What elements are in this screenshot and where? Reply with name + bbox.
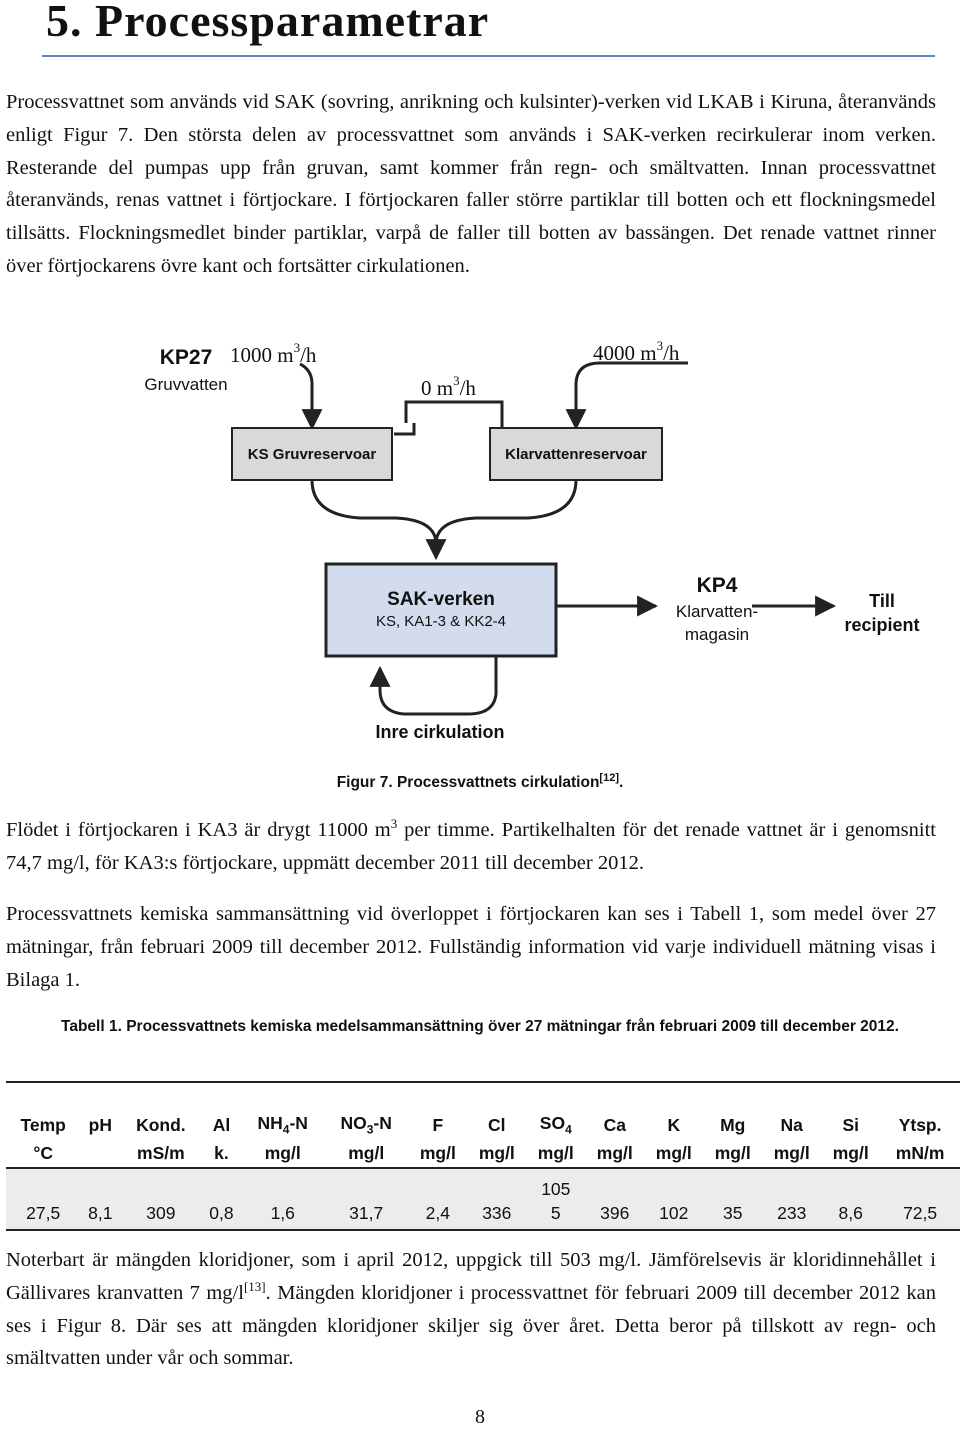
table-cell: 0,8	[201, 1168, 242, 1231]
till-recipient-line1: Till	[869, 591, 895, 611]
connector-reservoirs	[394, 400, 504, 436]
flow-label-middle: 0 m3/h	[421, 373, 476, 400]
arrow-gruvvatten-in	[299, 362, 323, 431]
col-header-2: Kond.	[120, 1081, 202, 1139]
table-cell: 233	[762, 1168, 822, 1231]
inre-cirkulation-label: Inre cirkulation	[375, 722, 504, 742]
arrow-klarvatten-in	[565, 361, 688, 431]
table-cell: 1,6	[241, 1168, 325, 1231]
kp27-sub-label: Gruvvatten	[144, 375, 227, 394]
table-cell: 396	[585, 1168, 645, 1231]
paragraph-flow: Flödet i förtjockaren i KA3 är drygt 110…	[6, 816, 936, 874]
col-unit-2: mS/m	[120, 1139, 202, 1169]
col-unit-8: mg/l	[526, 1139, 586, 1169]
arrow-inre-cirkulation	[369, 656, 498, 716]
page-number: 8	[475, 1406, 485, 1428]
col-header-1: pH	[80, 1081, 121, 1139]
table-cell: 336	[467, 1168, 527, 1231]
col-unit-11: mg/l	[703, 1139, 763, 1169]
kp4-line1: Klarvatten-	[676, 602, 758, 621]
arrow-to-sak	[310, 479, 578, 558]
table-cell: 27,5	[6, 1168, 81, 1231]
col-header-13: Si	[821, 1081, 881, 1139]
col-unit-3: k.	[201, 1139, 242, 1169]
col-unit-0: °C	[6, 1139, 81, 1169]
box-sak-verken	[324, 562, 558, 658]
heading-rule	[42, 55, 935, 57]
col-header-4: NH4-N	[241, 1081, 325, 1139]
flow-label-klarvatten: 4000 m3/h	[593, 338, 680, 365]
flow-label-gruvvatten: 1000 m3/h	[230, 340, 317, 367]
table-title: Tabell 1. Processvattnets kemiska medels…	[61, 1018, 899, 1035]
col-unit-14: mN/m	[880, 1139, 960, 1169]
col-header-7: Cl	[467, 1081, 527, 1139]
till-recipient-line2: recipient	[844, 615, 919, 635]
table-cell: 2,4	[408, 1168, 468, 1231]
table-cell: 102	[644, 1168, 704, 1231]
col-unit-4: mg/l	[241, 1139, 325, 1169]
kp4-label: KP4	[697, 574, 738, 597]
box-ks-gruvreservoar	[231, 427, 393, 481]
col-header-11: Mg	[703, 1081, 763, 1139]
col-header-9: Ca	[585, 1081, 645, 1139]
paragraph-chloride: Noterbart är mängden kloridjoner, som i …	[6, 1249, 936, 1370]
box-klarvattenreservoar-label: Klarvattenreservoar	[505, 446, 647, 463]
kp4-line2: magasin	[685, 625, 749, 644]
table-cell: 309	[120, 1168, 202, 1231]
paragraph-composition: Processvattnets kemiska sammansättning v…	[6, 903, 936, 991]
col-header-12: Na	[762, 1081, 822, 1139]
col-unit-9: mg/l	[585, 1139, 645, 1169]
col-unit-13: mg/l	[821, 1139, 881, 1169]
col-header-8: SO4	[526, 1081, 586, 1139]
col-header-3: Al	[201, 1081, 242, 1139]
col-unit-12: mg/l	[762, 1139, 822, 1169]
box-ks-gruvreservoar-label: KS Gruvreservoar	[248, 446, 377, 463]
col-header-5: NO3-N	[324, 1081, 409, 1139]
col-unit-10: mg/l	[644, 1139, 704, 1169]
section-heading: 5. Processparametrar	[46, 0, 490, 46]
table-cell: 35	[703, 1168, 763, 1231]
process-water-diagram: KP27 Gruvvatten 1000 m3/h 0 m3/h 4000 m3…	[144, 338, 919, 742]
sak-verken-sub: KS, KA1-3 & KK2-4	[376, 613, 506, 630]
box-klarvattenreservoar	[489, 427, 663, 481]
col-header-14: Ytsp.	[880, 1081, 960, 1139]
col-unit-1	[80, 1139, 121, 1169]
col-header-10: K	[644, 1081, 704, 1139]
table-cell: 31,7	[324, 1168, 409, 1231]
table-cell: 8,6	[821, 1168, 881, 1231]
kp27-label: KP27	[160, 346, 213, 369]
figure-caption: Figur 7. Processvattnets cirkulation[12]…	[336, 772, 624, 792]
col-header-0: Temp	[6, 1081, 81, 1139]
col-header-6: F	[408, 1081, 468, 1139]
col-unit-7: mg/l	[467, 1139, 527, 1169]
col-unit-6: mg/l	[408, 1139, 468, 1169]
col-unit-5: mg/l	[324, 1139, 409, 1169]
paragraph-intro: Processvattnet som används vid SAK (sovr…	[6, 91, 936, 277]
table-cell: 8,1	[80, 1168, 121, 1231]
sak-verken-title: SAK-verken	[387, 589, 495, 610]
table-cell: 72,5	[880, 1168, 960, 1231]
